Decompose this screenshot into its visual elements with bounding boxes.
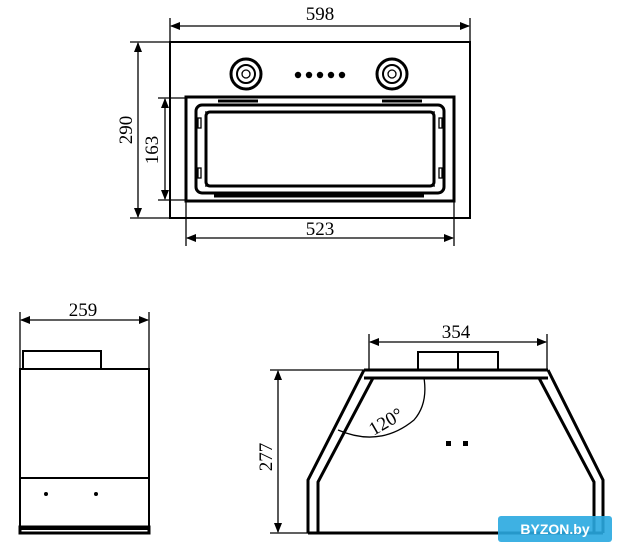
- side-body: [19, 368, 150, 530]
- dim-inner-width: 523: [306, 219, 335, 240]
- filter-bay-outer: [184, 95, 456, 203]
- front-view: [169, 41, 471, 219]
- side-base: [18, 525, 151, 535]
- watermark-badge: [498, 516, 612, 542]
- dim-side-width: 259: [69, 300, 98, 321]
- dim-inner-height: 163: [142, 136, 163, 165]
- watermark-logo: BYZON.by: [498, 516, 612, 542]
- dim-overall-height: 290: [116, 116, 137, 145]
- watermark-text: BYZON.by: [520, 521, 589, 537]
- dim-profile-top-width: 354: [442, 322, 471, 343]
- left-knob-icon: [229, 57, 263, 91]
- profile-view: [306, 351, 605, 535]
- front-outer-panel: [169, 41, 471, 219]
- side-dimensions: [19, 312, 150, 369]
- control-buttons: [294, 71, 346, 79]
- side-outlet: [22, 350, 102, 370]
- dim-overall-width: 598: [306, 4, 335, 25]
- side-view: [18, 350, 151, 535]
- filter-bay-inner: [194, 103, 446, 195]
- right-knob-icon: [375, 57, 409, 91]
- profile-dimensions: [270, 334, 548, 534]
- dim-profile-height: 277: [256, 443, 277, 472]
- front-dimensions: [130, 18, 471, 246]
